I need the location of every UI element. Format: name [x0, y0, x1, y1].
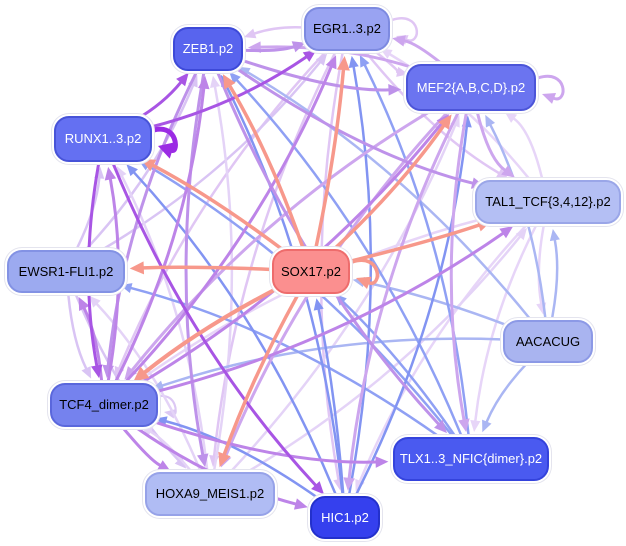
- edge-tlx1-to-ewsr1: [120, 283, 440, 438]
- edge-sox17-to-mef2: [332, 114, 452, 252]
- edge-sox17-to-sox17: [350, 258, 379, 289]
- edge-mef2-to-hic1: [343, 111, 460, 491]
- edge-aacacug-to-zeb1: [238, 66, 531, 320]
- edge-sox17-to-tcf4: [133, 285, 281, 382]
- edge-tcf4-to-zeb1: [114, 75, 210, 383]
- edge-hic1-to-sox17: [313, 298, 345, 494]
- edge-tcf4-to-tlx1: [147, 418, 389, 468]
- edge-egr1-to-mef2: [371, 48, 409, 77]
- edge-tlx1-to-zeb1: [229, 71, 462, 436]
- edge-hoxa9-to-zeb1: [210, 75, 234, 471]
- edge-mef2-to-egr1: [392, 35, 443, 65]
- edge-hic1-to-runx1: [126, 164, 337, 495]
- edge-runx1-to-runx1: [151, 126, 178, 159]
- node-tcf4[interactable]: TCF4_dimer.p2: [50, 383, 158, 427]
- node-egr1[interactable]: EGR1..3.p2: [304, 7, 390, 51]
- edge-sox17-to-egr1: [314, 55, 350, 248]
- node-tlx1[interactable]: TLX1..3_NFIC{dimer}.p2: [393, 437, 549, 481]
- edge-aacacug-to-tal1: [549, 228, 560, 318]
- edge-ewsr1-to-tcf4: [67, 294, 92, 379]
- node-ewsr1[interactable]: EWSR1-FLI1.p2: [7, 249, 125, 293]
- edge-zeb1-to-egr1: [244, 41, 306, 53]
- edge-hoxa9-to-tcf4: [140, 426, 192, 472]
- edge-mef2-to-tlx1: [449, 111, 470, 433]
- edge-mef2-to-mef2: [536, 74, 565, 104]
- edge-tal1-to-tlx1: [470, 225, 537, 433]
- node-hoxa9[interactable]: HOXA9_MEIS1.p2: [145, 472, 275, 516]
- node-tal1[interactable]: TAL1_TCF{3,4,12}.p2: [475, 180, 621, 224]
- edge-tcf4-to-hoxa9: [122, 426, 171, 472]
- edge-egr1-to-zeb1: [243, 26, 303, 39]
- node-runx1[interactable]: RUNX1..3.p2: [54, 116, 152, 162]
- edge-sox17-to-runx1: [140, 158, 287, 253]
- edge-sox17-to-hoxa9: [218, 293, 300, 468]
- edge-tcf4-to-ewsr1: [78, 296, 104, 382]
- edge-tal1-to-mef2: [504, 111, 544, 179]
- edge-sox17-to-ewsr1: [129, 261, 271, 275]
- node-aacacug[interactable]: AACACUG: [503, 319, 593, 363]
- node-sox17[interactable]: SOX17.p2: [272, 248, 350, 294]
- node-hic1[interactable]: HIC1.p2: [310, 495, 380, 539]
- edge-hic1-to-egr1: [348, 55, 373, 494]
- edge-sox17-to-zeb1: [222, 74, 305, 248]
- edge-aacacug-to-tlx1: [482, 361, 529, 433]
- edge-hoxa9-to-ewsr1: [89, 295, 201, 471]
- edge-mef2-to-tcf4: [124, 107, 436, 380]
- edge-runx1-to-hic1: [112, 162, 325, 495]
- edge-runx1-to-egr1: [147, 49, 317, 129]
- node-zeb1[interactable]: ZEB1.p2: [173, 27, 243, 71]
- edge-tcf4-to-tal1: [151, 226, 514, 394]
- node-mef2[interactable]: MEF2{A,B,C,D}.p2: [406, 63, 536, 111]
- edge-mef2-to-tal1: [476, 111, 515, 178]
- edge-tcf4-to-egr1: [124, 55, 337, 384]
- edge-tlx1-to-sox17: [334, 294, 456, 436]
